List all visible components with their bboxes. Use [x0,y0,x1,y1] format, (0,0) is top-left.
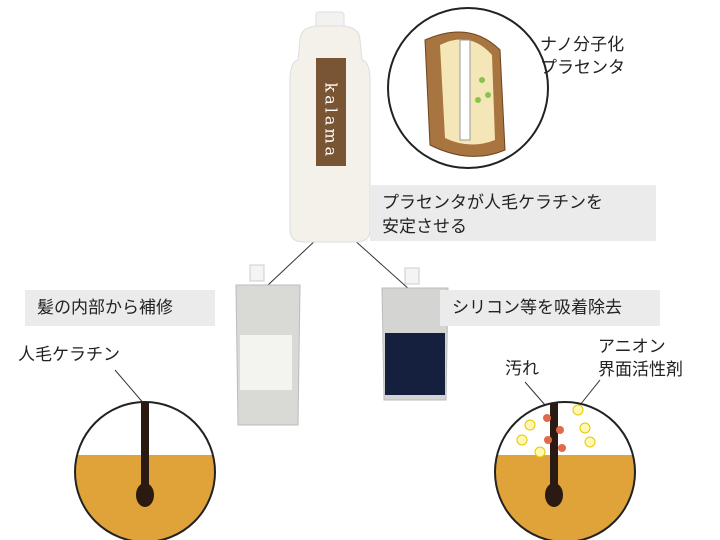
surfactant-label: アニオン 界面活性剤 [598,337,683,380]
nano-label: ナノ分子化 プラセンタ [540,35,625,78]
nano-cross-section [387,7,549,169]
connector-left [267,237,319,286]
connector-dirt [524,381,546,406]
dirt-particles [543,414,566,452]
left-pouch-image [235,264,301,426]
connector-keratin [114,369,146,406]
left-caption: 髪の内部から補修 [25,290,215,326]
left-hair-circle [74,401,216,540]
dirt-label: 汚れ [505,359,539,379]
right-hair-circle [494,401,636,540]
bottle-brand: kalama [321,82,341,160]
right-pouch-image [381,267,449,401]
bottle-image [289,11,371,243]
keratin-label: 人毛ケラチン [18,345,120,365]
surfactant-particles [516,404,596,458]
bottle-label [316,58,346,166]
connector-right [351,237,411,291]
center-caption: プラセンタが人毛ケラチンを 安定させる [370,185,656,241]
connector-surfactant [579,379,601,406]
right-caption: シリコン等を吸着除去 [440,290,660,326]
